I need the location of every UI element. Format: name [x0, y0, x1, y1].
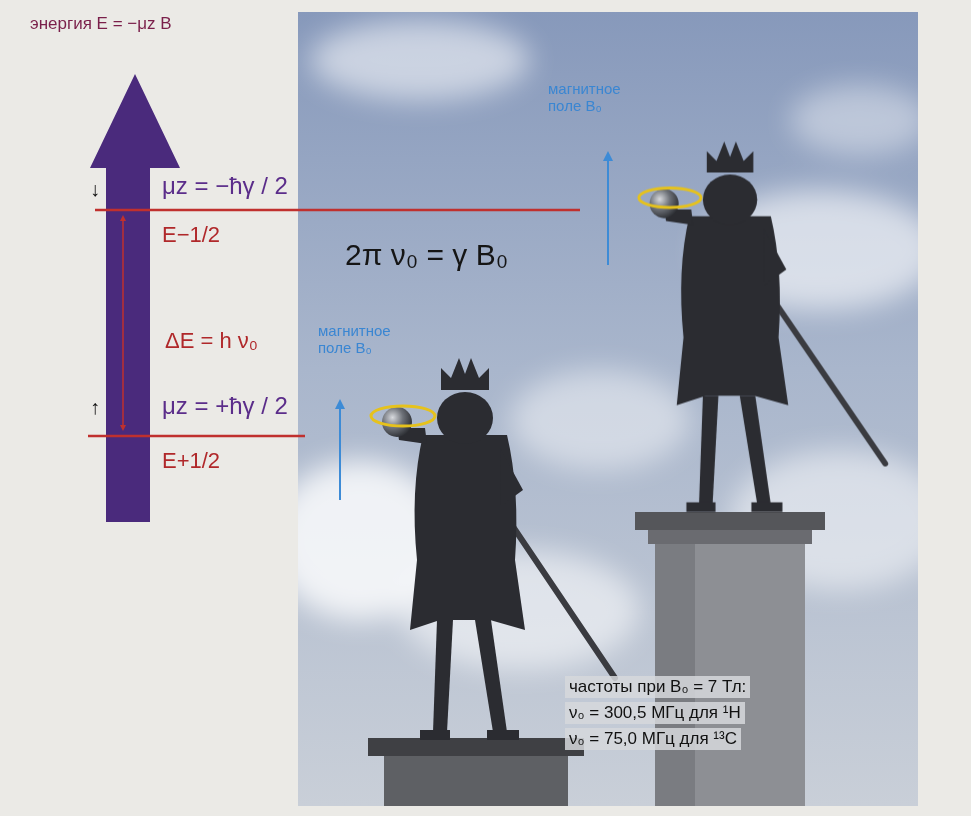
field-label: магнитное поле B₀ [548, 80, 648, 115]
clouds [298, 20, 918, 670]
frequency-note: частоты при B₀ = 7 Тл: [565, 676, 750, 698]
frequency-note: ν₀ = 75,0 МГц для ¹³C [565, 728, 741, 750]
field-arrow [339, 404, 341, 500]
moment-formula: μz = +ħγ / 2 [162, 392, 288, 420]
energy-gap-formula: ΔE = h ν₀ [165, 328, 258, 353]
left-pedestal [368, 738, 584, 806]
right-pedestal [635, 512, 825, 806]
field-arrow [607, 156, 609, 265]
moment-formula: μz = −ħγ / 2 [162, 172, 288, 200]
transition-line [122, 218, 124, 428]
level-label: E−1/2 [162, 222, 220, 247]
spin-arrow: ↑ [90, 396, 100, 419]
right-statue [639, 141, 885, 512]
frequency-note: ν₀ = 300,5 МГц для ¹H [565, 702, 745, 724]
level-label: E+1/2 [162, 448, 220, 473]
photo [298, 12, 918, 806]
field-label: магнитное поле B₀ [318, 322, 418, 357]
resonance-formula: 2π ν₀ = γ B₀ [345, 238, 508, 273]
energy-level [95, 209, 580, 212]
axis-label: энергия E = −μz B [30, 14, 172, 34]
spin-arrow: ↓ [90, 178, 100, 201]
energy-level [88, 435, 305, 438]
